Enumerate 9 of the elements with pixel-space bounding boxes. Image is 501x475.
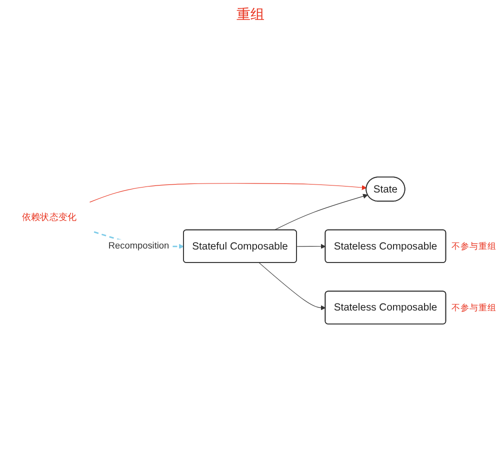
- arrow: [258, 262, 326, 310]
- note-text: 不参与重组: [451, 242, 496, 252]
- node-text: 依赖状态变化: [22, 212, 77, 222]
- edge-label: Recomposition: [108, 241, 170, 251]
- arrow: [296, 244, 326, 249]
- arrow: [274, 194, 368, 230]
- note-text: 重组: [236, 6, 264, 22]
- note-text: 不参与重组: [451, 303, 496, 314]
- arrow: [89, 183, 367, 202]
